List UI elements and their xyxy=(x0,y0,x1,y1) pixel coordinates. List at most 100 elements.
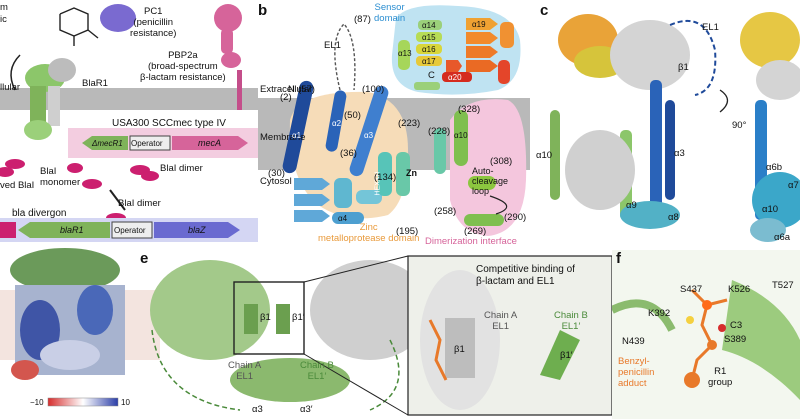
arrow-curve xyxy=(10,54,21,91)
topology-diagram xyxy=(258,5,530,236)
helix-a20: α20 xyxy=(448,73,462,82)
blai-shapes xyxy=(0,159,159,230)
helix-a17: α17 xyxy=(422,57,436,66)
left-structure xyxy=(550,14,717,229)
num-223: (223) xyxy=(398,118,421,129)
n-term-label: N xyxy=(288,84,295,95)
c-rotation-label: 90° xyxy=(732,120,747,131)
dimer-elements xyxy=(434,110,508,226)
bla-divergon-label: bla divergon xyxy=(12,208,67,219)
f-k392: K392 xyxy=(648,308,671,319)
blaz-gene-label: blaZ xyxy=(188,225,206,235)
blar1-gene-arrow xyxy=(18,222,110,238)
operator-label-2: Operator xyxy=(114,226,146,235)
panel-label-f: f xyxy=(616,250,621,267)
c-a8-label: α8 xyxy=(668,212,679,223)
panel-a-membrane xyxy=(0,88,258,110)
num-328: (328) xyxy=(458,104,481,115)
mecr1-gene xyxy=(82,136,128,150)
num-57: (57) xyxy=(298,84,315,95)
num-195: (195) xyxy=(396,226,419,237)
e-inset-beta1p: β1′ xyxy=(560,350,573,361)
c-term-label: C xyxy=(428,70,435,81)
helix-a1: α1 xyxy=(292,131,302,140)
helix-a10: α10 xyxy=(454,131,468,140)
fragment-ic: ic xyxy=(0,14,7,25)
helix-a13: α13 xyxy=(398,49,412,58)
dimer-structure xyxy=(150,255,612,416)
pbp2a-label: PBP2a (broad-spectrum β-lactam resistanc… xyxy=(140,50,226,83)
blar1-gene-label: blaR1 xyxy=(60,225,84,235)
blai-dimer-label-2: BlaI dimer xyxy=(118,198,161,209)
num-50: (50) xyxy=(344,110,361,121)
membrane-label: Membrane xyxy=(260,132,306,143)
panel-label-c: c xyxy=(540,2,549,19)
blai-dimer-label: BlaI dimer xyxy=(160,163,203,174)
blar1-protein xyxy=(24,58,76,140)
meca-label: mecA xyxy=(198,138,222,148)
blai-gene-cropped xyxy=(0,222,16,238)
c-a6b-label: α6b xyxy=(766,162,783,173)
cytosol-label: Cytosol xyxy=(260,176,292,187)
scale-max-label: 10 xyxy=(121,398,130,407)
el1-loop xyxy=(334,22,356,91)
num-228: (228) xyxy=(428,126,451,137)
f-benzyl: Benzyl- penicillin adduct xyxy=(618,356,655,389)
cellular-label: llular xyxy=(0,82,21,93)
el1-label: EL1 xyxy=(324,40,341,51)
panel-a-graphics xyxy=(0,4,258,407)
blaz-gene-arrow xyxy=(154,222,240,238)
f-t527: T527 xyxy=(772,280,794,291)
dimerization-label: Dimerization interface xyxy=(425,236,517,247)
panel-label-b: b xyxy=(258,2,268,19)
zinc-domain-label: Zinc metalloprotease domain xyxy=(318,222,420,244)
sensor-domain-label: Sensor domain xyxy=(374,2,406,24)
panel-label-e: e xyxy=(140,250,149,267)
beta1-strand xyxy=(244,304,258,334)
right-structure xyxy=(740,12,800,242)
f-n439: N439 xyxy=(622,336,645,347)
helix-a19: α19 xyxy=(472,20,486,29)
f-s437: S437 xyxy=(680,284,703,295)
mecr1-label: ΔmecR1 xyxy=(92,139,123,148)
beta-lactam-structure xyxy=(59,7,99,46)
num-308: (308) xyxy=(490,156,513,167)
panel-b: b Sensor domain Extracellular Membrane C… xyxy=(258,0,530,250)
f-s389: S389 xyxy=(724,334,747,345)
f-k526: K526 xyxy=(728,284,751,295)
num-269: (269) xyxy=(464,226,487,237)
zoom-line-bottom xyxy=(303,353,409,416)
helix-a14: α14 xyxy=(422,21,436,30)
cleaved-blai-label: ved BlaI xyxy=(0,180,35,191)
extracellular-label: Extracellular xyxy=(260,84,313,95)
c-a10-label: α10 xyxy=(536,150,553,161)
meca-gene xyxy=(172,136,248,150)
c-a7-label: α7 xyxy=(788,180,799,191)
zoom-line-top xyxy=(303,255,409,283)
usa300-label: USA300 SCCmec type IV xyxy=(112,118,226,129)
helix-a16: α16 xyxy=(422,45,436,54)
e-inset-chain-b: Chain B EL1′ xyxy=(554,310,588,332)
blai-monomer-label: BlaI monomer xyxy=(40,166,81,188)
num-87: (87) xyxy=(354,14,371,25)
num-2: (2) xyxy=(280,92,292,103)
helix-a15: α15 xyxy=(422,33,436,42)
num-290: (290) xyxy=(504,212,527,223)
fragment-m: m xyxy=(0,2,8,13)
e-chain-a-label: Chain A EL1 xyxy=(228,360,262,382)
num-36: (36) xyxy=(340,148,357,159)
pc1-label: PC1 (penicillin resistance) xyxy=(130,6,177,39)
c-a6a-label: α6a xyxy=(774,232,791,243)
pbp2a-protein xyxy=(214,4,242,110)
operator-box xyxy=(129,135,171,151)
electrostatic-scale-bar xyxy=(47,397,119,407)
structure-views xyxy=(550,12,800,242)
tm-helices xyxy=(282,80,389,177)
arrow-line xyxy=(109,189,126,211)
rotation-arrow xyxy=(719,89,729,113)
panel-f: f S437 K526 T527 K392 C3 S389 N439 Benzy… xyxy=(612,250,800,419)
panel-a: m ic PC1 (penicillin resistance) PBP2a (… xyxy=(0,0,258,419)
dimerization-bg xyxy=(450,99,527,236)
e-beta1-label: β1 xyxy=(260,312,271,323)
c-beta1-label: β1 xyxy=(678,62,689,73)
